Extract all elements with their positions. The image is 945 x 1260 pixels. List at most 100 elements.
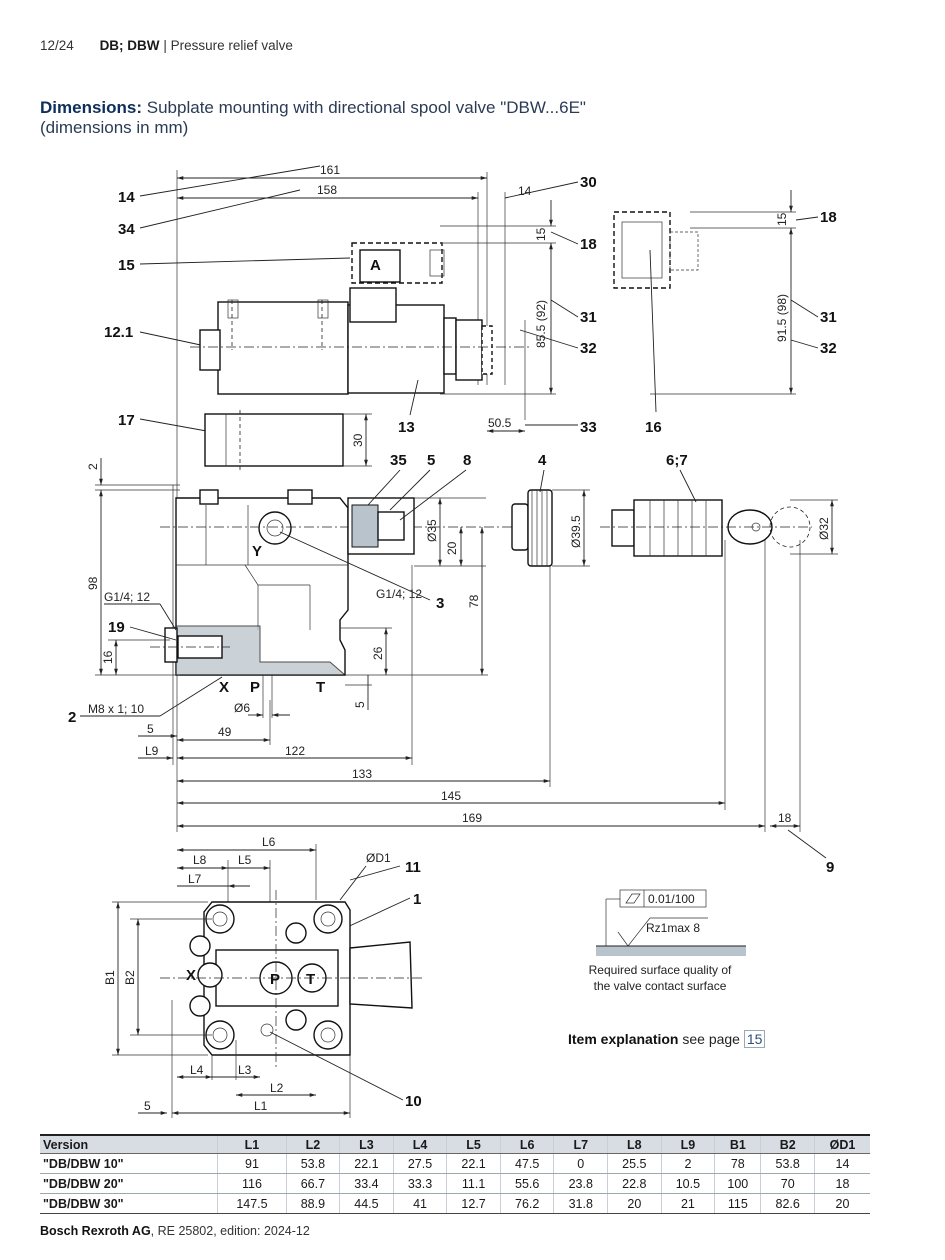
table-cell: 82.6 [760, 1193, 815, 1214]
item-explanation: Item explanation see page 15 [568, 1030, 766, 1048]
dim-20: 20 [445, 541, 459, 555]
end-cap [199, 329, 221, 371]
surface-caption-line1: Required surface quality of [588, 963, 732, 977]
dim-98: 98 [86, 576, 100, 590]
surface-hatch [596, 946, 746, 956]
dim-50-5: 50.5 [488, 416, 512, 430]
dim-L4: L4 [190, 1063, 204, 1077]
dim-15-b: 15 [775, 212, 789, 226]
plan-port-X: X [186, 967, 196, 984]
page-header: 12/24 DB; DBW | Pressure relief valve [40, 38, 293, 53]
table-cell: 53.8 [760, 1153, 815, 1174]
callout-33: 33 [580, 419, 597, 436]
flatness-value: 0.01/100 [648, 892, 695, 906]
table-cell: 12.7 [446, 1193, 501, 1214]
dim-26: 26 [371, 646, 385, 660]
callout-14: 14 [118, 189, 135, 206]
plug-socket [359, 249, 401, 283]
item-explanation-text: see page [682, 1031, 740, 1047]
table-cell: 23.8 [553, 1173, 608, 1194]
table-cell: 0 [553, 1153, 608, 1174]
col-header: L2 [285, 1134, 340, 1154]
flatness-icon [625, 893, 641, 904]
callout-18-a: 18 [580, 236, 597, 253]
header-subject: Pressure relief valve [170, 38, 293, 53]
page-footer: Bosch Rexroth AG, RE 25802, edition: 202… [40, 1224, 310, 1238]
table-cell: 18 [814, 1173, 870, 1194]
callout-31-a: 31 [580, 309, 597, 326]
dim-16: 16 [101, 650, 115, 664]
dim-91-5: 91.5 (98) [775, 294, 789, 342]
plan-port-T: T [306, 971, 315, 988]
table-cell: 27.5 [392, 1153, 447, 1174]
dim-O6: Ø6 [234, 701, 250, 715]
section-title: Dimensions: Subplate mounting with direc… [40, 98, 586, 138]
col-header: B2 [760, 1134, 815, 1154]
dim-L2: L2 [270, 1081, 284, 1095]
dim-145: 145 [441, 789, 461, 803]
col-header: L9 [660, 1134, 715, 1154]
flatness-frame [619, 889, 707, 908]
port-X: X [219, 679, 229, 696]
dim-2: 2 [86, 463, 100, 470]
table-cell: 70 [760, 1173, 815, 1194]
dim-O39-5: Ø39.5 [569, 515, 583, 548]
table-cell: 2 [660, 1153, 715, 1174]
dim-OD1: ØD1 [366, 851, 391, 865]
dim-158: 158 [317, 183, 337, 197]
col-header: Version [40, 1134, 218, 1154]
dim-161: 161 [320, 163, 340, 177]
callout-8: 8 [463, 452, 471, 469]
header-separator: | [163, 38, 167, 53]
dim-M8: M8 x 1; 10 [88, 702, 144, 716]
table-cell: 22.1 [339, 1153, 394, 1174]
table-cell: 14 [814, 1153, 870, 1174]
dim-5-bottom: 5 [144, 1099, 151, 1113]
col-header: L4 [392, 1134, 447, 1154]
table-cell: 25.5 [607, 1153, 662, 1174]
callout-6-7: 6;7 [666, 452, 688, 469]
table-cell: 44.5 [339, 1193, 394, 1214]
dim-78: 78 [467, 594, 481, 608]
table-cell: 66.7 [285, 1173, 340, 1194]
adjustment-knob [351, 504, 379, 548]
table-cell: 76.2 [499, 1193, 554, 1214]
table-cell: 33.3 [392, 1173, 447, 1194]
callout-1: 1 [413, 891, 421, 908]
title-units: (dimensions in mm) [40, 118, 189, 137]
coil-connector [349, 287, 397, 323]
dim-L8: L8 [193, 853, 207, 867]
table-cell: 20 [607, 1193, 662, 1214]
table-cell: 115 [714, 1193, 761, 1214]
port-P: P [250, 679, 260, 696]
roughness-icon [617, 917, 708, 947]
dim-122: 122 [285, 744, 305, 758]
callout-10: 10 [405, 1093, 422, 1110]
table-cell: 91 [217, 1153, 287, 1174]
callout-5: 5 [427, 452, 435, 469]
manual-override [455, 319, 483, 381]
table-cell: 10.5 [660, 1173, 715, 1194]
dim-18: 18 [778, 811, 792, 825]
col-header: ØD1 [814, 1134, 870, 1154]
title-bold: Dimensions: [40, 98, 143, 117]
item-explanation-page-link[interactable]: 15 [743, 1030, 766, 1048]
table-row: "DB/DBW 20" 116 66.7 33.4 33.3 11.1 55.6… [40, 1173, 870, 1194]
dim-14: 14 [518, 184, 532, 198]
callout-32-a: 32 [580, 340, 597, 357]
dim-B2: B2 [123, 970, 137, 985]
table-cell: 47.5 [499, 1153, 554, 1174]
dim-L1: L1 [254, 1099, 268, 1113]
table-cell: 20 [814, 1193, 870, 1214]
dim-O35: Ø35 [425, 519, 439, 542]
table-cell: "DB/DBW 30" [40, 1193, 218, 1214]
table-cell: 116 [217, 1173, 287, 1194]
surface-caption: Required surface quality of the valve co… [570, 962, 750, 994]
table-cell: 22.1 [446, 1153, 501, 1174]
callout-15: 15 [118, 257, 135, 274]
callout-4: 4 [538, 452, 547, 469]
table-cell: 11.1 [446, 1173, 501, 1194]
port-A: A [370, 257, 381, 274]
dim-85-5: 85.5 (92) [534, 300, 548, 348]
